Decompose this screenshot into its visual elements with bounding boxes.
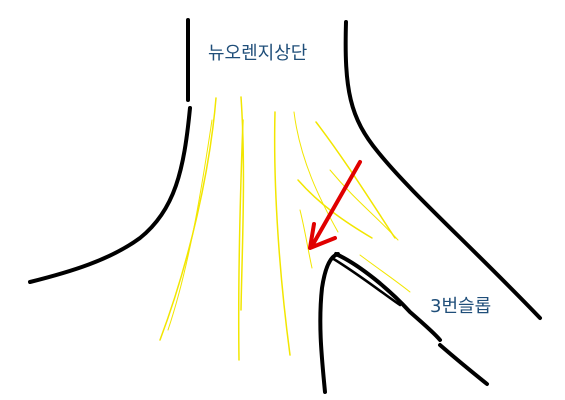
right-road-edge [343, 20, 542, 320]
run-name-label: 뉴오렌지상단 [208, 43, 308, 64]
arrow-head [308, 222, 337, 250]
slope-name-label: 3번슬롭 [430, 296, 492, 317]
fork-divider [318, 252, 489, 394]
fork-divider-left-edge [318, 252, 340, 394]
lane-line [359, 254, 411, 293]
lane-line [329, 169, 399, 241]
left-road-edge [28, 18, 192, 284]
left-road-edge-curve [28, 106, 192, 284]
lane-line [299, 209, 313, 269]
arrow-down-left-icon [308, 160, 362, 250]
fork-divider-inner-edge [330, 256, 402, 307]
slope3-lower-edge [438, 343, 489, 386]
lane-line [167, 119, 213, 331]
arrow-shaft [310, 160, 362, 248]
lane-line [273, 111, 291, 356]
lane-line [159, 97, 217, 341]
lane-line [315, 121, 396, 239]
lane-line [293, 111, 339, 233]
lane-line [237, 119, 244, 361]
lane-lines [159, 96, 411, 361]
right-road-edge-curve [343, 20, 542, 320]
fork-divider-right-edge [334, 252, 442, 342]
